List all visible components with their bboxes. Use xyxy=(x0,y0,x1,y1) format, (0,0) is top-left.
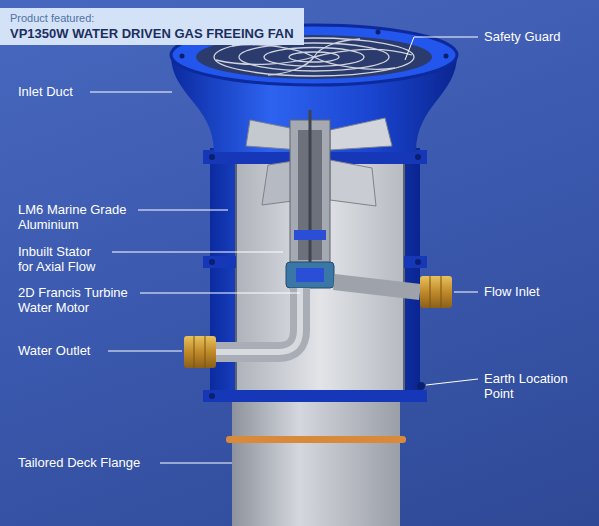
title-box: Product featured:VP1350W WATER DRIVEN GA… xyxy=(0,8,304,45)
part-label: Flow Inlet xyxy=(484,284,594,299)
part-label: Inbuilt Stator for Axial Flow xyxy=(18,244,108,274)
impeller xyxy=(246,110,392,288)
part-label: Safety Guard xyxy=(484,29,594,44)
product-title: VP1350W WATER DRIVEN GAS FREEING FAN xyxy=(10,26,294,41)
subheading: Product featured: xyxy=(10,11,294,26)
flow-inlet-fitting xyxy=(420,276,452,308)
water-outlet-fitting xyxy=(184,336,216,368)
part-label: Tailored Deck Flange xyxy=(18,455,158,470)
part-label: LM6 Marine Grade Aluminium xyxy=(18,202,134,232)
part-label: Water Outlet xyxy=(18,343,106,358)
part-label: Inlet Duct xyxy=(18,84,88,99)
part-label: Earth Location Point xyxy=(484,371,584,401)
part-label: 2D Francis Turbine Water Motor xyxy=(18,285,137,315)
earth-point xyxy=(417,382,425,390)
leader-lines xyxy=(90,37,478,463)
deck-flange xyxy=(226,392,406,526)
